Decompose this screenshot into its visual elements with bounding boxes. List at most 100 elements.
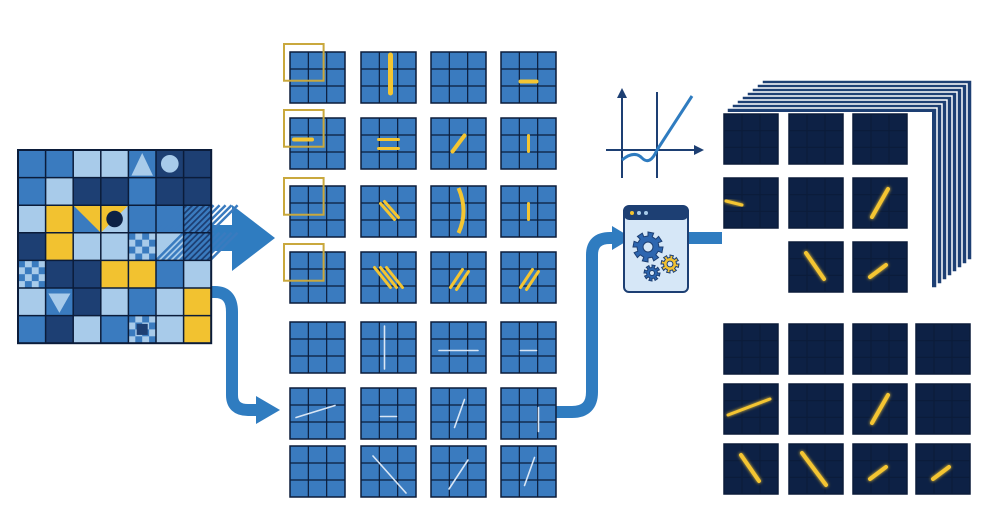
feature-map-stack bbox=[722, 79, 973, 293]
feature-glow bbox=[868, 263, 888, 279]
tile-bg bbox=[500, 445, 557, 498]
mosaic-tile bbox=[128, 205, 156, 233]
feature-glow bbox=[726, 397, 772, 417]
tile-bg bbox=[289, 445, 346, 498]
window-titlebar bbox=[624, 206, 688, 220]
kernel-highlight-box bbox=[283, 177, 325, 216]
mosaic-tile bbox=[45, 150, 74, 178]
kernel-tile bbox=[283, 243, 346, 304]
tile-bg bbox=[360, 117, 417, 170]
mosaic-tile bbox=[45, 260, 74, 288]
kernel-tile bbox=[430, 51, 487, 104]
tile-bg bbox=[723, 113, 779, 165]
mosaic-checker bbox=[128, 329, 136, 337]
feature-glow bbox=[724, 199, 744, 207]
feature-tile bbox=[723, 383, 779, 435]
mosaic-checker bbox=[24, 281, 32, 288]
feature-glow bbox=[804, 251, 826, 281]
kernel-grid bbox=[283, 43, 557, 498]
feature-tile bbox=[723, 443, 779, 495]
kernel-tile bbox=[500, 387, 557, 440]
tile-bg bbox=[289, 51, 346, 104]
feature-map-grid bbox=[723, 323, 971, 495]
gear-hub bbox=[649, 270, 655, 276]
mosaic-checker bbox=[128, 246, 136, 254]
kernel-stroke bbox=[450, 133, 467, 154]
processing-window bbox=[623, 205, 689, 293]
kernel-stroke bbox=[295, 404, 336, 419]
mosaic-checker bbox=[18, 274, 25, 282]
feature-tile bbox=[723, 323, 779, 375]
mosaic-checker bbox=[149, 253, 156, 261]
mosaic-tile bbox=[156, 315, 184, 344]
kernel-tile bbox=[500, 445, 557, 498]
kernel-tile bbox=[430, 445, 487, 498]
mosaic-tile bbox=[183, 288, 212, 316]
kernel-tile bbox=[360, 445, 417, 498]
tile-bg bbox=[289, 321, 346, 374]
window-dot bbox=[630, 211, 634, 215]
feature-glow bbox=[800, 451, 828, 487]
kernel-stroke bbox=[453, 398, 466, 429]
tile-bg bbox=[723, 443, 779, 495]
mosaic-tile bbox=[18, 232, 46, 261]
mosaic-tile bbox=[183, 150, 212, 178]
mosaic-checker bbox=[142, 246, 150, 254]
tile-bg bbox=[289, 117, 346, 170]
mosaic-tile bbox=[73, 260, 101, 288]
mosaic-stripe bbox=[167, 231, 197, 262]
mosaic-stripe bbox=[161, 204, 191, 234]
mosaic-triangle bbox=[22, 292, 42, 316]
tile-bg bbox=[289, 387, 346, 440]
mosaic-tile bbox=[128, 260, 156, 288]
mosaic-tile bbox=[100, 315, 129, 344]
mosaic-checker bbox=[135, 336, 143, 344]
feature-tile bbox=[915, 443, 971, 495]
mosaic-stripe bbox=[185, 204, 215, 234]
mosaic-tile bbox=[18, 315, 46, 344]
mosaic-tile bbox=[156, 260, 184, 288]
relu-x-arrow bbox=[694, 145, 704, 155]
feature-tile bbox=[788, 443, 844, 495]
mosaic-tile bbox=[128, 288, 156, 316]
feature-tile bbox=[788, 241, 844, 293]
gear-icon bbox=[632, 231, 664, 263]
kernel-stroke bbox=[373, 266, 392, 289]
mosaic-checker bbox=[142, 232, 150, 240]
mosaic-tile bbox=[100, 177, 129, 206]
feature-tile bbox=[852, 113, 908, 165]
tile-bg bbox=[500, 321, 557, 374]
kernel-tile bbox=[500, 51, 557, 104]
tile-bg bbox=[852, 113, 908, 165]
mosaic-tile bbox=[18, 205, 46, 233]
tile-bg bbox=[360, 321, 417, 374]
kernel-highlight-box bbox=[283, 43, 325, 82]
kernel-tile bbox=[283, 109, 346, 170]
mosaic-checker bbox=[38, 267, 46, 275]
tile-bg bbox=[500, 387, 557, 440]
mosaic-tile bbox=[45, 315, 74, 344]
feature-glow bbox=[931, 465, 951, 481]
mosaic-triangle bbox=[131, 153, 153, 176]
tile-bg bbox=[360, 445, 417, 498]
mosaic-stripe bbox=[167, 204, 197, 234]
kernel-tile bbox=[430, 321, 487, 374]
gear-hub bbox=[642, 241, 654, 253]
kernel-tile bbox=[289, 445, 346, 498]
kernel-tile bbox=[500, 117, 557, 170]
kernel-tile bbox=[289, 321, 346, 374]
tile-bg bbox=[430, 185, 487, 238]
mosaic-checker bbox=[31, 274, 39, 282]
mosaic-checker bbox=[31, 260, 39, 268]
mosaic-stripe bbox=[155, 204, 185, 234]
tile-bg bbox=[852, 241, 908, 293]
mosaic-tile bbox=[183, 260, 212, 288]
kernel-stroke bbox=[456, 187, 466, 234]
kernel-stroke bbox=[372, 455, 407, 494]
tile-bg bbox=[788, 177, 844, 229]
kernel-stroke bbox=[449, 268, 464, 289]
kernel-tile bbox=[430, 251, 487, 304]
tile-bg bbox=[360, 185, 417, 238]
mosaic-checker bbox=[149, 336, 156, 344]
mosaic-checker bbox=[128, 232, 136, 240]
